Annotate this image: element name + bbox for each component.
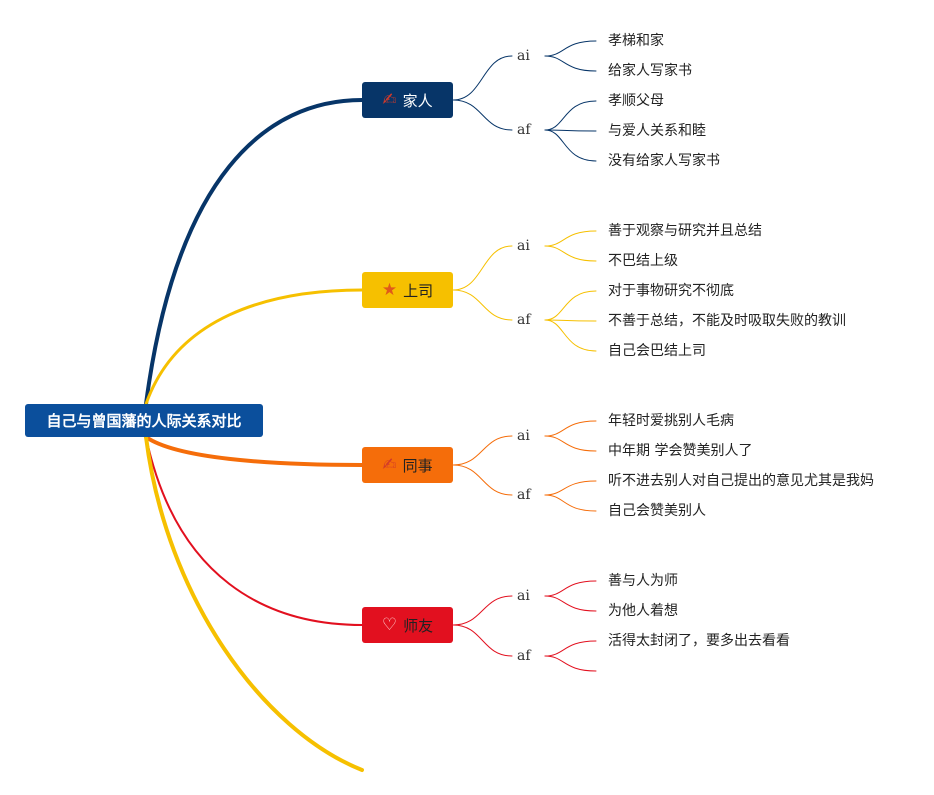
group-label[interactable]: af: [517, 312, 531, 328]
leaf-link: [544, 494, 597, 512]
leaf-item[interactable]: 没有给家人写家书: [608, 153, 720, 169]
leaf-item[interactable]: 自己会巴结上司: [608, 343, 706, 359]
star-icon: ★: [381, 279, 398, 300]
leaf-link: [544, 40, 597, 57]
leaf-link: [544, 640, 597, 657]
leaf-link: [544, 245, 597, 262]
group-link: [452, 464, 513, 496]
leaf-item[interactable]: 孝梯和家: [608, 33, 664, 49]
root-label: 自己与曾国藩的人际关系对比: [46, 412, 242, 430]
leaf-item[interactable]: 为他人着想: [608, 603, 678, 619]
leaf-link: [544, 319, 597, 352]
group-label[interactable]: af: [517, 122, 531, 138]
branch-node[interactable]: ♡ 师友: [362, 607, 453, 643]
main-branch-line: [144, 98, 364, 406]
branch-label: 同事: [402, 456, 433, 475]
leaf-link: [544, 580, 597, 597]
branch-label: 上司: [403, 281, 434, 300]
pen-icon: ✍: [382, 89, 397, 110]
group-link: [452, 99, 513, 131]
group-label[interactable]: ai: [517, 428, 530, 444]
group-link: [452, 289, 513, 321]
extra-branch-line: [144, 435, 364, 772]
leaf-item[interactable]: 对于事物研究不彻底: [608, 283, 734, 299]
leaf-link: [544, 420, 597, 437]
root-node[interactable]: 自己与曾国藩的人际关系对比: [25, 404, 263, 437]
leaf-link: [544, 655, 597, 672]
branch-node[interactable]: ★ 上司: [362, 272, 453, 308]
main-branch-line: [144, 288, 364, 406]
group-link: [452, 435, 513, 466]
branch-label: 师友: [403, 616, 434, 635]
leaf-link: [544, 290, 597, 321]
main-branch-line: [144, 435, 364, 467]
group-label[interactable]: ai: [517, 588, 530, 604]
group-label[interactable]: ai: [517, 48, 530, 64]
leaf-item[interactable]: 中年期 学会赞美别人了: [608, 443, 753, 459]
branch-label: 家人: [402, 91, 433, 110]
group-label[interactable]: af: [517, 648, 531, 664]
leaf-item[interactable]: 给家人写家书: [608, 63, 692, 79]
leaf-link: [544, 230, 597, 247]
leaf-item[interactable]: 不善于总结，不能及时吸取失败的教训: [608, 313, 846, 329]
leaf-link: [544, 435, 597, 452]
leaf-item[interactable]: 自己会赞美别人: [608, 503, 706, 519]
group-link: [452, 624, 513, 657]
leaf-item[interactable]: 善于观察与研究并且总结: [608, 223, 762, 239]
leaf-item[interactable]: 善与人为师: [608, 573, 678, 589]
group-link: [452, 55, 513, 101]
leaf-link: [544, 129, 597, 132]
leaf-item[interactable]: 与爱人关系和睦: [608, 123, 706, 139]
leaf-item[interactable]: 孝顺父母: [608, 93, 664, 109]
group-label[interactable]: af: [517, 487, 531, 503]
main-branch-line: [145, 436, 363, 626]
group-label[interactable]: ai: [517, 238, 530, 254]
branch-node[interactable]: ✍ 同事: [362, 447, 453, 483]
leaf-link: [544, 100, 597, 131]
leaf-item[interactable]: 活得太封闭了，要多出去看看: [608, 633, 790, 649]
leaf-item[interactable]: 听不进去别人对自己提出的意见尤其是我妈: [608, 473, 874, 489]
heart-icon: ♡: [381, 614, 398, 635]
leaf-item[interactable]: 不巴结上级: [608, 253, 678, 269]
leaf-item[interactable]: 年轻时爱挑别人毛病: [608, 413, 734, 429]
group-link: [452, 595, 513, 626]
leaf-link: [544, 480, 597, 496]
leaf-link: [544, 129, 597, 162]
pen-icon: ✍: [382, 454, 397, 475]
group-link: [452, 245, 513, 291]
leaf-link: [544, 55, 597, 72]
branch-node[interactable]: ✍ 家人: [362, 82, 453, 118]
leaf-link: [544, 595, 597, 612]
leaf-link: [544, 319, 597, 322]
